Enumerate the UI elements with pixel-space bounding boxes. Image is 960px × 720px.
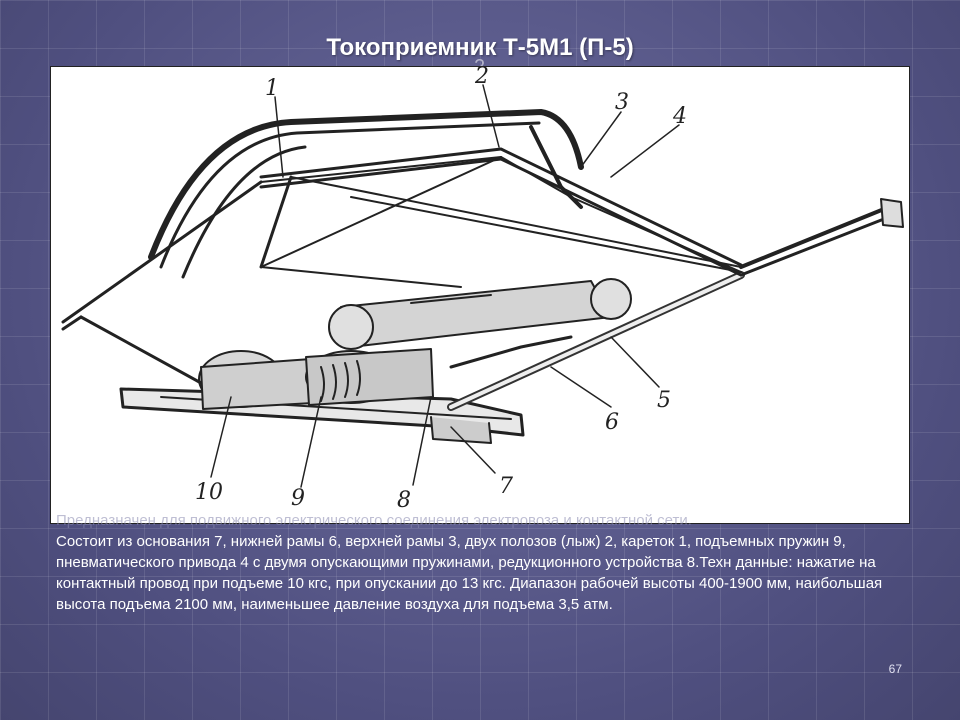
callout-3: 3 <box>615 90 629 115</box>
callout-9: 9 <box>291 486 305 511</box>
description-text: Состоит из основания 7, нижней рамы 6, в… <box>56 533 883 613</box>
callout-5: 5 <box>657 388 671 413</box>
callout-6: 6 <box>605 410 619 435</box>
page-number: 67 <box>888 662 902 676</box>
callout-7: 7 <box>499 474 513 499</box>
pantograph-drawing: 1 2 3 4 5 6 7 8 9 10 <box>61 67 904 513</box>
callout-2: 2 <box>474 67 489 89</box>
purpose-text: Предназначен для подвижного электрическо… <box>56 512 692 529</box>
callout-4: 4 <box>672 104 687 129</box>
slide-title: Токоприемник Т-5М1 (П-5) <box>326 34 634 61</box>
callout-1: 1 <box>265 76 279 101</box>
pantograph-figure: 1 2 3 4 5 6 7 8 9 10 <box>50 66 910 524</box>
callout-8: 8 <box>397 488 411 513</box>
callout-10: 10 <box>195 480 223 505</box>
